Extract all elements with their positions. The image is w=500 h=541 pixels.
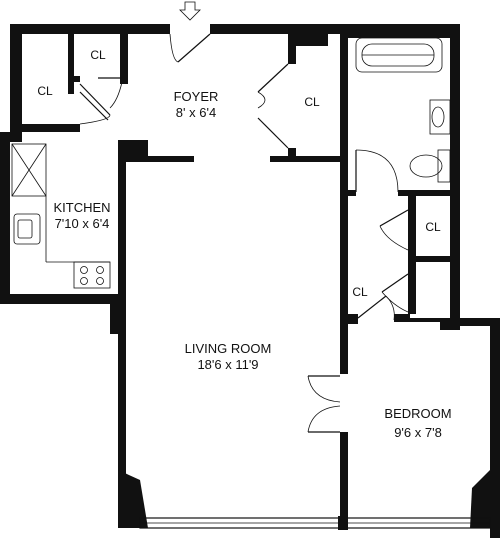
wall-cl5-nub xyxy=(348,314,358,324)
wall-left-upper xyxy=(10,24,22,134)
wall-bedroom-right-corner xyxy=(470,470,500,528)
wall-bedroom-top xyxy=(408,318,490,322)
wall-closet-bottom xyxy=(10,124,80,132)
stove-icon xyxy=(73,261,111,289)
entry-arrow-icon xyxy=(179,1,201,21)
foyer-size: 8' x 6'4 xyxy=(176,105,216,120)
wall-foyer-closet-top xyxy=(288,34,328,46)
refrigerator-icon xyxy=(11,143,47,197)
window-divider xyxy=(338,516,348,530)
closet-door-1 xyxy=(79,83,111,116)
closet-door-1-arc xyxy=(79,114,111,125)
wall-bath-top xyxy=(348,34,450,38)
living-room-name: LIVING ROOM xyxy=(185,341,272,356)
wall-living-left-corner xyxy=(118,470,148,528)
wall-living-left-pier xyxy=(110,294,126,334)
wall-bedroom-left-lower xyxy=(340,432,348,522)
wall-hall-closet-left xyxy=(408,196,416,314)
wall-foyer-closet-left xyxy=(288,34,296,64)
cl5-door xyxy=(357,295,387,319)
entry-door-arc xyxy=(169,33,179,63)
hall-closet-door-2 xyxy=(381,273,409,293)
bedroom-size: 9'6 x 7'8 xyxy=(394,425,442,440)
wall-kitchen-right xyxy=(118,140,126,300)
wall-bedroom-left-upper xyxy=(340,324,348,374)
sink-icon xyxy=(429,99,451,135)
wall-kitchen-left xyxy=(0,132,10,304)
kitchen-name: KITCHEN xyxy=(53,200,110,215)
bathtub-icon xyxy=(355,37,443,73)
closet-label-1: CL xyxy=(90,48,106,62)
wall-hall-left xyxy=(340,196,348,326)
foyer-name: FOYER xyxy=(174,89,219,104)
wall-foyer-bottom-right xyxy=(270,156,348,162)
bedroom-door-arc-1 xyxy=(307,375,341,403)
wall-hall-closet-divider xyxy=(408,256,450,262)
wall-top-left xyxy=(10,24,170,34)
wall-kitchen-bottom xyxy=(0,294,122,304)
hall-closet-door-1 xyxy=(379,209,409,227)
foyer-closet-door-arc xyxy=(257,91,266,109)
hall-closet-door-2-arc xyxy=(381,291,409,313)
wall-right-upper xyxy=(450,24,460,324)
wall-closet-right xyxy=(120,24,128,84)
wall-bedroom-top-left xyxy=(394,314,410,322)
wall-top-right xyxy=(210,24,460,34)
foyer-closet-door-top xyxy=(257,63,289,93)
closet-label-4: CL xyxy=(425,220,441,234)
bedroom-door-arc-2 xyxy=(307,405,341,433)
hall-closet-door-1-arc xyxy=(379,225,409,251)
wall-foyer-right xyxy=(340,34,348,194)
wall-bedroom-right xyxy=(490,318,500,538)
toilet-icon xyxy=(409,149,451,183)
wall-bath-bottom-left xyxy=(340,190,356,196)
closet-door-2-arc xyxy=(109,81,123,109)
bedroom-name: BEDROOM xyxy=(384,406,451,421)
wall-left-ledge xyxy=(0,132,22,142)
wall-closet-nub xyxy=(68,76,80,82)
wall-foyer-closet-bot xyxy=(288,148,296,162)
entry-door xyxy=(177,33,211,63)
living-room-size: 18'6 x 11'9 xyxy=(197,357,258,372)
kitchen-sink-icon xyxy=(13,213,41,245)
cl5-door-arc xyxy=(385,295,395,321)
foyer-closet-door-bot xyxy=(257,117,289,149)
closet-label-3: CL xyxy=(304,95,320,109)
wall-foyer-bottom-left-thin xyxy=(148,156,194,162)
closet-door-1b xyxy=(79,91,109,121)
bath-door-arc xyxy=(355,149,399,193)
closet-label-5: CL xyxy=(352,285,368,299)
wall-living-left xyxy=(118,330,126,520)
wall-closet-divider xyxy=(68,24,74,94)
kitchen-size: 7'10 x 6'4 xyxy=(55,216,110,231)
wall-bath-bottom xyxy=(398,190,450,196)
closet-label-2: CL xyxy=(37,84,53,98)
